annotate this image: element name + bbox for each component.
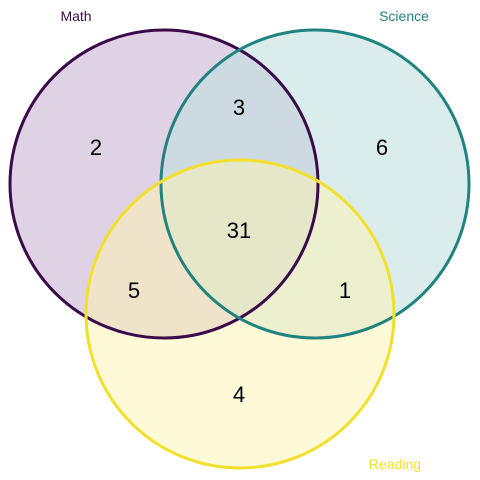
science-circle-outline xyxy=(159,28,471,340)
science-reading-count: 1 xyxy=(339,278,351,303)
reading-circle-outline xyxy=(84,158,396,470)
math-science-count: 3 xyxy=(233,95,245,120)
science-set-label: Science xyxy=(379,8,429,24)
reading-circle-fill xyxy=(86,160,394,468)
reading-set-label: Reading xyxy=(369,456,421,472)
all-three-count: 31 xyxy=(227,218,251,243)
math-reading-count: 5 xyxy=(128,278,140,303)
science-only-count: 6 xyxy=(376,135,388,160)
math-only-count: 2 xyxy=(90,135,102,160)
venn-fills xyxy=(10,30,469,468)
math-set-label: Math xyxy=(60,8,91,24)
math-circle-outline xyxy=(8,28,320,340)
venn-outlines xyxy=(8,28,471,470)
reading-only-count: 4 xyxy=(233,382,245,407)
